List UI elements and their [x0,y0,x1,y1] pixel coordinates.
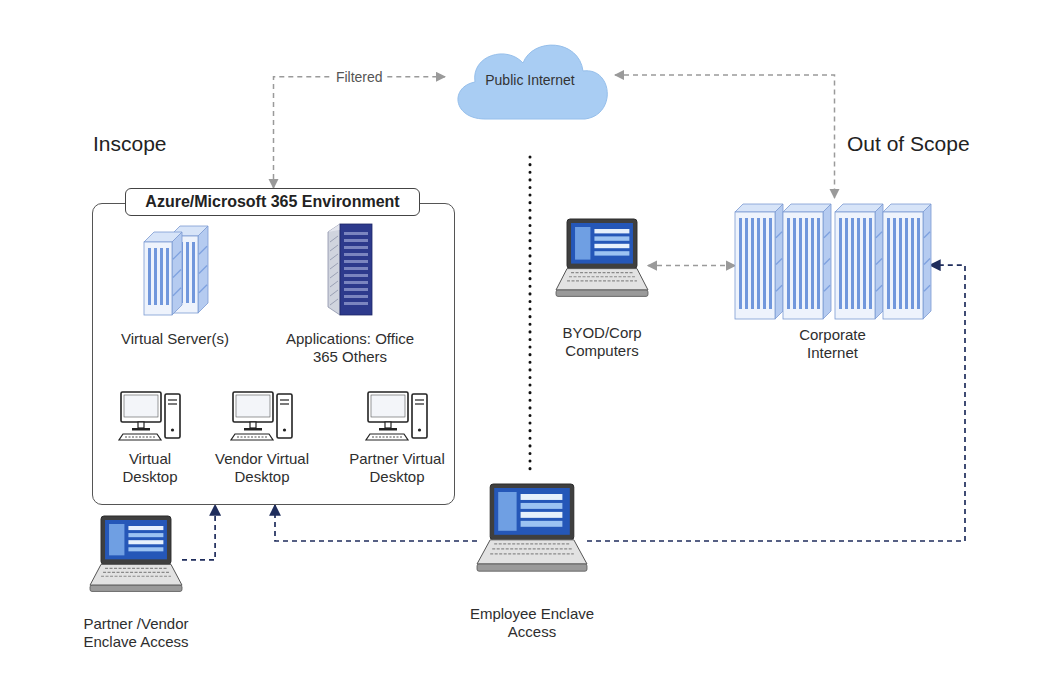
scope-label: Out of Scope [847,132,970,156]
node-caption: BYOD/Corp Computers [547,324,657,360]
desktop-node: Partner Virtual Desktop [343,390,451,490]
node-caption: Partner Virtual Desktop [343,450,451,486]
node-text: Applications: Office 365 Others [275,330,425,366]
desktop-node: Virtual Desktop [108,390,192,490]
node-text: Corporate Internet [778,326,888,362]
cluster-node: Corporate Internet [735,198,930,358]
rack-icon [326,222,374,317]
laptop-node: Partner /Vendor Enclave Access [90,515,182,595]
connector [275,505,477,541]
tower-node: Virtual Server(s) [115,222,235,357]
connector [587,265,965,541]
node-text: Virtual Desktop [108,450,192,486]
cloud-caption: Public Internet [475,71,585,89]
cluster-icon [735,198,930,323]
node-text: Partner /Vendor Enclave Access [56,615,216,651]
edge-label: Filtered [332,69,387,85]
node-caption: Vendor Virtual Desktop [207,450,317,486]
group-heading-text: Azure/Microsoft 365 Environment [126,189,419,215]
node-caption: Employee Enclave Access [452,605,612,641]
node-caption: Virtual Desktop [108,450,192,486]
node-text: Partner Virtual Desktop [343,450,451,486]
connector [274,77,446,188]
laptop-node: BYOD/Corp Computers [556,218,648,358]
desktop-node: Vendor Virtual Desktop [207,390,317,490]
rack-node: Applications: Office 365 Others [275,222,425,372]
node-text: BYOD/Corp Computers [547,324,657,360]
cloud-node: Public Internet [445,35,615,122]
node-text: Virtual Server(s) [110,330,240,348]
laptop-icon [556,218,648,298]
node-text: Employee Enclave Access [452,605,612,641]
node-caption: Virtual Server(s) [110,330,240,348]
desktop-icon [366,390,428,442]
node-text: Public Internet [475,71,585,89]
connector [615,75,835,198]
node-caption: Applications: Office 365 Others [275,330,425,366]
node-caption: Corporate Internet [778,326,888,362]
environment-group: Azure/Microsoft 365 EnvironmentVirtual S… [92,188,455,505]
desktop-icon [119,390,181,442]
connector [182,505,215,560]
tower-icon [140,222,210,317]
node-text: Vendor Virtual Desktop [207,450,317,486]
connector [648,265,735,267]
desktop-icon [231,390,293,442]
environment-heading: Azure/Microsoft 365 Environment [125,188,420,216]
laptop-icon [477,483,587,573]
scope-divider [529,157,532,470]
laptop-icon [90,515,182,593]
laptop-node: Employee Enclave Access [477,483,587,575]
scope-label: Inscope [93,132,167,156]
node-caption: Partner /Vendor Enclave Access [56,615,216,651]
